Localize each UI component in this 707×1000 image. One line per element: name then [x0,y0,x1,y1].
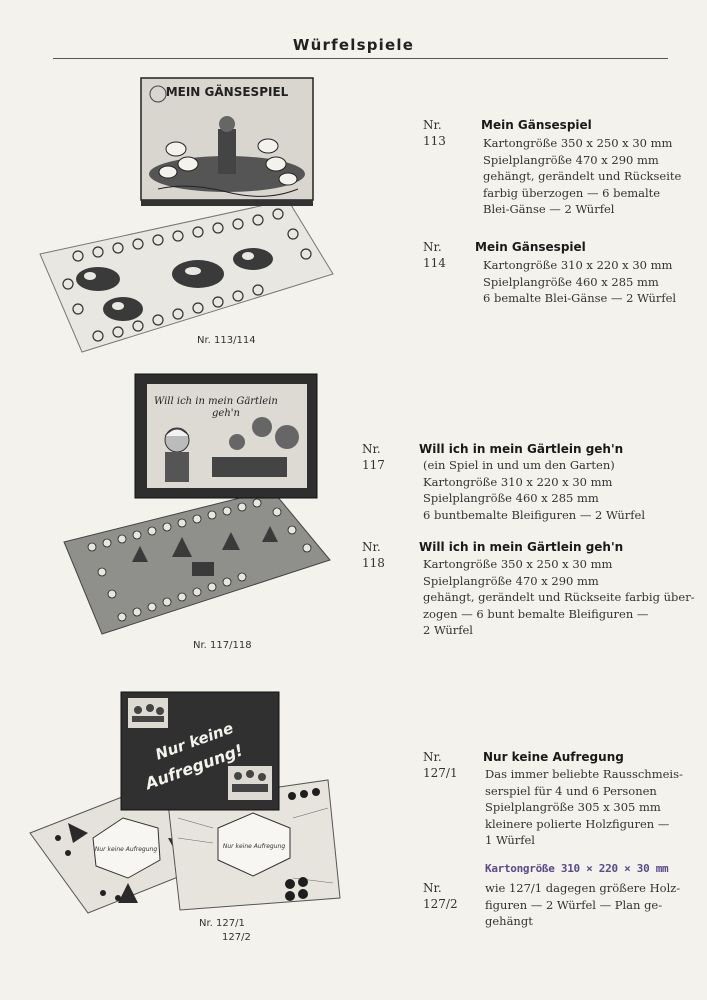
product-title: Mein Gänsespiel [481,118,592,132]
product-description: Das immer beliebte Rausschmeis- serspiel… [485,767,683,847]
header-rule [53,58,668,59]
product-number: Nr. 113 [423,118,446,148]
product-number: Nr. 127/2 [423,881,458,911]
product-number: Nr. 127/1 [423,750,458,780]
image-caption: Nr. 127/1 [199,918,245,929]
product-description: Kartongröße 350 x 250 x 30 mm Spielplang… [483,136,682,216]
image-caption: 127/2 [222,932,251,943]
product-image-127: Nur keine Aufregung Nur keine Aufregung … [29,691,341,914]
image-caption: Nr. 117/118 [193,640,252,651]
box-title-text: MEIN GÄNSESPIEL [166,84,289,99]
image-caption: Nr. 113/114 [197,335,256,346]
board-text-left: Nur keine Aufregung [95,846,157,853]
product-description: (ein Spiel in und um den Garten) Kartong… [423,458,645,522]
product-image-117-118: Will ich in mein Gärtlein geh'n [63,373,331,635]
product-image-113-114: MEIN GÄNSESPIEL [39,77,334,353]
product-title: Nur keine Aufregung [483,750,624,764]
product-title: Mein Gänsespiel [475,240,586,254]
box-title-line2: geh'n [212,408,240,419]
product-description: wie 127/1 dagegen größere Holz- figuren … [485,881,681,928]
box-title-line1: Will ich in mein Gärtlein [154,396,278,407]
product-description: Kartongröße 350 x 250 x 30 mm Spielplang… [423,557,695,637]
page-title: Würfelspiele [292,36,415,54]
product-title: Will ich in mein Gärtlein geh'n [419,540,624,554]
product-description: Kartongröße 310 x 220 x 30 mm Spielplang… [483,258,677,305]
product-title: Will ich in mein Gärtlein geh'n [419,442,624,456]
product-number: Nr. 117 [362,442,385,472]
product-number: Nr. 118 [362,540,385,570]
product-number: Nr. 114 [423,240,446,270]
board-text-right: Nur keine Aufregung [223,843,285,850]
size-stamp: Kartongröße 310 × 220 × 30 mm [485,862,669,875]
